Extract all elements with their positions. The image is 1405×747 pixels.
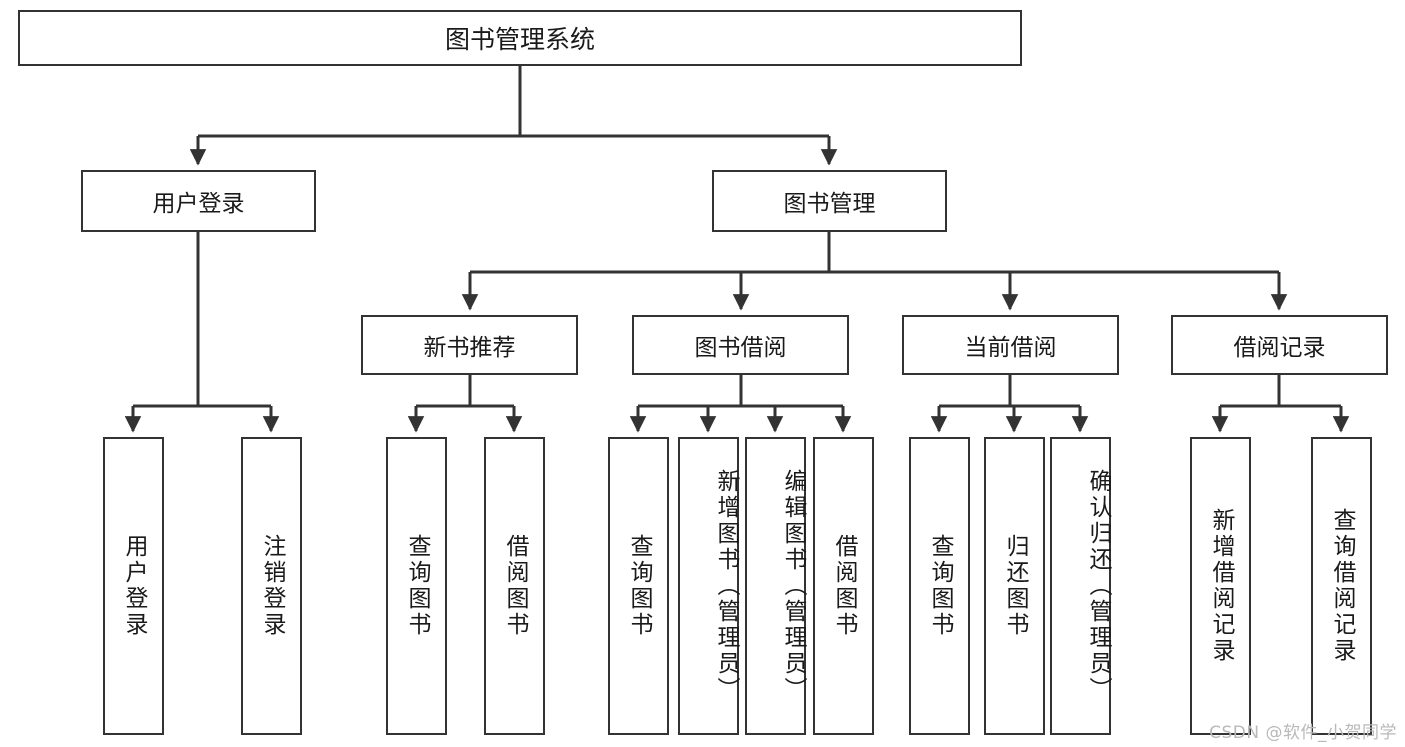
node-book-borrow-label: 图书借阅 bbox=[694, 335, 787, 361]
node-book-management[interactable]: 图书管理 bbox=[712, 170, 947, 232]
leaf-confirm-return-admin-label: 确认归还（管理员） bbox=[1085, 469, 1111, 703]
leaf-query-book-borrow[interactable]: 查询图书 bbox=[608, 437, 669, 735]
leaf-borrow-book-rec[interactable]: 借阅图书 bbox=[484, 437, 545, 735]
leaf-logout[interactable]: 注销登录 bbox=[241, 437, 302, 735]
leaf-return-book[interactable]: 归还图书 bbox=[984, 437, 1045, 735]
leaf-query-book-current-label: 查询图书 bbox=[927, 534, 953, 638]
leaf-query-book-current[interactable]: 查询图书 bbox=[909, 437, 970, 735]
node-book-management-label: 图书管理 bbox=[783, 191, 876, 217]
node-user-login[interactable]: 用户登录 bbox=[81, 170, 316, 232]
leaf-borrow-book-rec-label: 借阅图书 bbox=[502, 534, 528, 638]
leaf-edit-book-admin-label: 编辑图书（管理员） bbox=[780, 469, 806, 703]
leaf-add-borrow-record-label: 新增借阅记录 bbox=[1208, 508, 1234, 664]
node-user-login-label: 用户登录 bbox=[152, 191, 245, 217]
leaf-query-book-rec[interactable]: 查询图书 bbox=[386, 437, 447, 735]
leaf-edit-book-admin[interactable]: 编辑图书（管理员） bbox=[745, 437, 806, 735]
leaf-query-borrow-record-label: 查询借阅记录 bbox=[1329, 508, 1355, 664]
node-current-borrow[interactable]: 当前借阅 bbox=[902, 315, 1119, 375]
leaf-query-book-borrow-label: 查询图书 bbox=[626, 534, 652, 638]
node-new-book-recommend-label: 新书推荐 bbox=[423, 335, 516, 361]
node-current-borrow-label: 当前借阅 bbox=[964, 335, 1057, 361]
node-borrow-record[interactable]: 借阅记录 bbox=[1171, 315, 1388, 375]
leaf-add-book-admin-label: 新增图书（管理员） bbox=[713, 469, 739, 703]
leaf-borrow-book[interactable]: 借阅图书 bbox=[813, 437, 874, 735]
leaf-confirm-return-admin[interactable]: 确认归还（管理员） bbox=[1050, 437, 1111, 735]
leaf-borrow-book-label: 借阅图书 bbox=[831, 534, 857, 638]
leaf-add-borrow-record[interactable]: 新增借阅记录 bbox=[1190, 437, 1251, 735]
node-root-label: 图书管理系统 bbox=[444, 25, 595, 54]
leaf-return-book-label: 归还图书 bbox=[1002, 534, 1028, 638]
node-new-book-recommend[interactable]: 新书推荐 bbox=[361, 315, 578, 375]
leaf-logout-label: 注销登录 bbox=[259, 534, 285, 638]
node-root-system[interactable]: 图书管理系统 bbox=[18, 10, 1022, 66]
leaf-user-login-label: 用户登录 bbox=[121, 534, 147, 638]
watermark-text: CSDN @软件_小贺同学 bbox=[1209, 723, 1397, 743]
leaf-add-book-admin[interactable]: 新增图书（管理员） bbox=[678, 437, 739, 735]
leaf-query-book-rec-label: 查询图书 bbox=[404, 534, 430, 638]
node-borrow-record-label: 借阅记录 bbox=[1233, 335, 1326, 361]
node-book-borrow[interactable]: 图书借阅 bbox=[632, 315, 849, 375]
leaf-query-borrow-record[interactable]: 查询借阅记录 bbox=[1311, 437, 1372, 735]
leaf-user-login[interactable]: 用户登录 bbox=[103, 437, 164, 735]
